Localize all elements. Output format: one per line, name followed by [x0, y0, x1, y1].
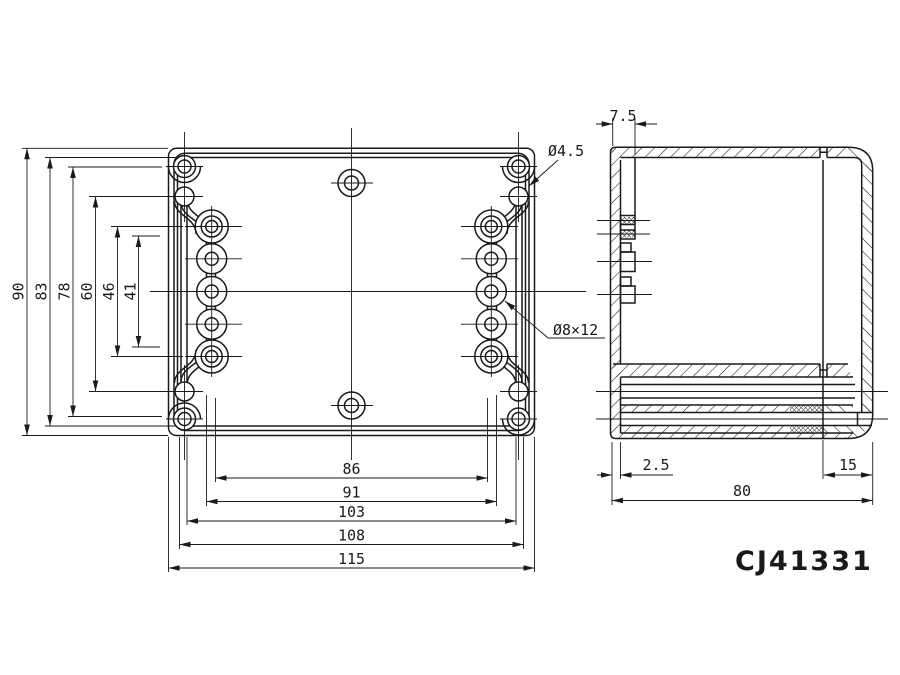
side-view — [596, 146, 888, 440]
dim-boss-span-inner: 41 — [122, 282, 140, 300]
dim-boss-face-offset: 7.5 — [609, 107, 636, 125]
dim-mount-hole-spacing: 60 — [78, 282, 96, 300]
dim-height-body: 83 — [33, 282, 51, 300]
dim-height-overall: 90 — [10, 282, 28, 300]
thread-zones — [620, 217, 823, 433]
dim-width-108: 108 — [338, 527, 365, 545]
dim-width-115: 115 — [338, 550, 365, 568]
dim-width-91: 91 — [342, 484, 360, 502]
callout-corner-hole: Ø4.5 — [548, 142, 584, 160]
dim-boss-span-outer: 46 — [100, 282, 118, 300]
part-number: CJ41331 — [735, 546, 873, 577]
dimensions — [22, 118, 874, 572]
side-hatching — [610, 147, 873, 439]
dim-width-103: 103 — [338, 503, 365, 521]
front-view — [150, 128, 586, 460]
front-centerlines — [150, 128, 586, 460]
dim-height-lid: 78 — [56, 282, 74, 300]
dim-wall-thickness: 2.5 — [642, 456, 669, 474]
dimension-texts: 90 83 78 60 46 41 86 91 103 108 115 7.5 … — [10, 107, 873, 577]
dim-width-86: 86 — [342, 460, 360, 478]
side-centerlines — [596, 220, 888, 420]
dim-total-depth: 80 — [733, 482, 751, 500]
side-outline — [609, 146, 874, 440]
dim-lid-depth: 15 — [839, 456, 857, 474]
callout-side-boss: Ø8×12 — [553, 321, 598, 339]
dimension-arrows — [24, 121, 873, 571]
